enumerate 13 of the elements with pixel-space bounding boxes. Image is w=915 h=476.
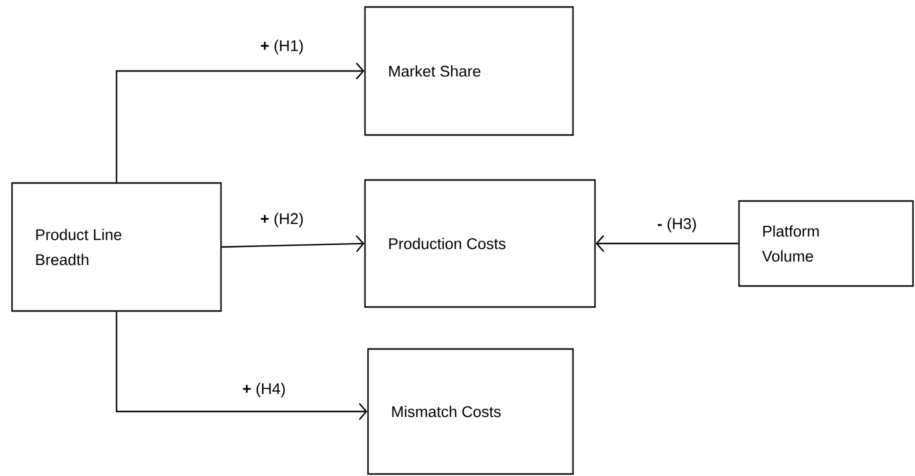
variable-box: Platform Volume	[738, 200, 914, 287]
variable-box: Production Costs	[364, 179, 596, 308]
edge-label: - (H3)	[656, 216, 698, 234]
edge-label: + (H1)	[259, 38, 305, 56]
arrow	[222, 235, 364, 252]
variable-box: Market Share	[364, 6, 574, 136]
arrow	[596, 235, 738, 252]
variable-box: Product Line Breadth	[11, 182, 222, 312]
arrow	[116, 312, 368, 420]
edge-label: + (H4)	[241, 382, 287, 398]
arrow	[116, 62, 364, 182]
edge-label: + (H2)	[259, 212, 305, 228]
variable-box: Mismatch Costs	[367, 348, 574, 475]
